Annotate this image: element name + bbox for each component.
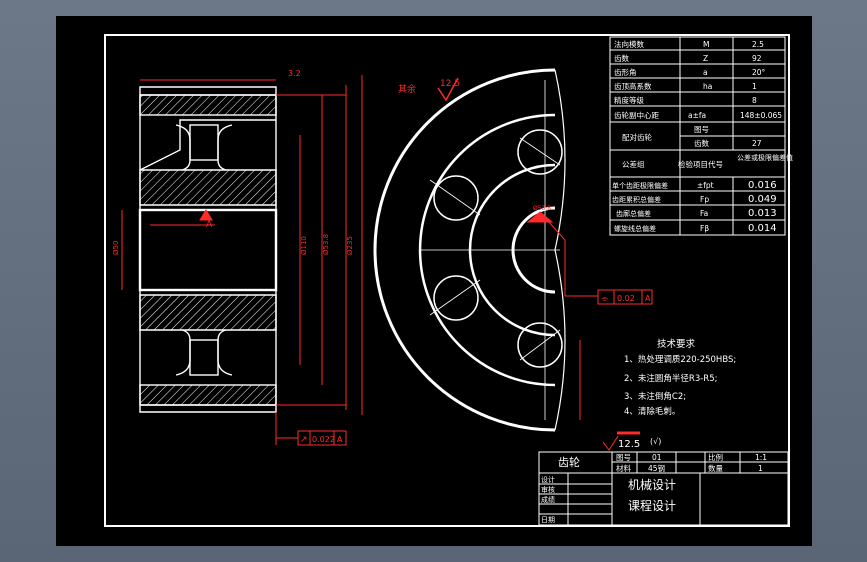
roughness-symbol-top: 12.5: [437, 77, 460, 102]
tolerance-frame-runout[interactable]: ↗ 0.022 A: [297, 430, 347, 446]
keyway-label: Ø53.8: [533, 205, 551, 212]
requirement-item: 1、热处理调质220-250HBS;: [624, 354, 736, 365]
param-row-symbol: a: [703, 68, 708, 77]
runout-datum: A: [337, 435, 343, 444]
svg-text:(√): (√): [650, 437, 661, 446]
rest-label: 其余: [398, 83, 416, 95]
group-header-item: 检验项目代号: [678, 159, 723, 169]
param-row-name: 齿顶高系数: [614, 81, 652, 91]
dim-roughness-top: 3.2: [288, 69, 301, 78]
requirement-item: 2、未注圆角半径R3-R5;: [624, 373, 717, 384]
group-header-label: 公差组: [622, 159, 645, 169]
tol-row-name: 齿距累积总偏差: [612, 195, 661, 204]
pair-teeth-val: 27: [752, 139, 762, 148]
tol-row-name: 单个齿距极限偏差: [612, 181, 668, 190]
param-row-value: 1: [752, 82, 757, 91]
param-row-name: 精度等级: [614, 95, 644, 105]
runout-symbol-icon: ↗: [300, 435, 308, 445]
tol-row-value: 0.016: [748, 180, 777, 191]
tolerance-frame-symmetry[interactable]: ⌯ 0.02 A: [597, 289, 653, 305]
drawing-no: 01: [652, 453, 662, 462]
dim-outer: Ø235: [346, 236, 354, 255]
requirement-item: 4、清除毛刺。: [624, 406, 680, 417]
scale-value: 1:1: [755, 453, 767, 462]
param-row-value: 148±0.065: [740, 111, 782, 120]
param-row-name: 齿形角: [614, 67, 637, 77]
qty-value: 1: [758, 464, 763, 473]
material-label: 材料: [616, 463, 631, 473]
technical-requirements: 技术要求 1、热处理调质220-250HBS; 2、未注圆角半径R3-R5; 3…: [624, 338, 736, 417]
title-block-text: 齿轮 图号 01 比例 1:1 材料 45钢 数量 1 机械设计 课程设计 设计…: [541, 452, 767, 524]
gear-section-view: [138, 86, 278, 413]
runout-value: 0.022: [312, 435, 335, 444]
param-row-value: 8: [752, 96, 757, 105]
tol-row-symbol: Fβ: [700, 224, 709, 233]
role-design: 设计: [541, 475, 555, 484]
svg-text:12.5: 12.5: [440, 79, 460, 89]
tol-row-symbol: Fa: [700, 209, 708, 218]
param-row-value: 20°: [752, 68, 766, 77]
param-row-name: 法向模数: [614, 39, 644, 49]
tol-row-name: 螺旋线总偏差: [614, 224, 656, 233]
dim-hub: Ø110: [300, 236, 308, 255]
role-review: 审核: [541, 485, 555, 494]
pair-label: 配对齿轮: [622, 132, 652, 142]
tol-row-symbol: Fp: [700, 195, 709, 204]
course-subtitle: 课程设计: [628, 498, 676, 513]
requirements-title: 技术要求: [657, 338, 696, 350]
param-row-symbol: M: [703, 40, 709, 49]
drawing-no-label: 图号: [616, 453, 631, 462]
requirement-item: 3、未注倒角C2;: [624, 391, 686, 402]
symmetry-datum: A: [645, 294, 651, 303]
role-grade: 成绩: [541, 495, 555, 504]
param-row-symbol: Z: [703, 54, 708, 63]
param-row-value: 2.5: [752, 40, 764, 49]
dim-keyway: Ø53.8: [322, 234, 330, 255]
pair-drawing-key: 图号: [694, 125, 709, 134]
pair-teeth-key: 齿数: [694, 138, 709, 148]
tol-row-value: 0.013: [748, 208, 777, 219]
section-dimensions: [121, 75, 363, 445]
tol-row-symbol: ±fpt: [697, 181, 714, 190]
tol-row-name: 齿廓总偏差: [616, 209, 651, 218]
qty-label: 数量: [708, 463, 723, 473]
dim-bore: Ø50: [112, 241, 120, 255]
svg-text:12.5: 12.5: [618, 439, 640, 450]
keyway-dimensions: [526, 211, 598, 420]
tol-row-value: 0.049: [748, 194, 777, 205]
parameter-table-text: 法向模数 M 2.5 齿数 Z 92 齿形角 a 20° 齿顶高系数 ha 1 …: [612, 39, 793, 234]
param-row-symbol: ha: [703, 82, 712, 91]
datum-label-a: A: [206, 220, 213, 230]
param-row-name: 齿数: [614, 53, 629, 63]
param-row-name: 齿轮副中心距: [614, 110, 659, 120]
title-block: [538, 451, 789, 526]
roughness-symbol-general: 12.5 (√): [602, 431, 661, 451]
front-view-centerlines: [420, 80, 561, 420]
part-name: 齿轮: [558, 455, 580, 469]
param-row-value: 92: [752, 54, 762, 63]
param-row-symbol: a±fa: [688, 111, 706, 120]
material-value: 45钢: [648, 463, 665, 473]
course-title: 机械设计: [628, 477, 676, 492]
role-date: 日期: [541, 516, 555, 524]
scale-label: 比例: [708, 452, 723, 462]
symmetry-symbol-icon: ⌯: [601, 294, 609, 304]
symmetry-value: 0.02: [617, 294, 635, 303]
drawing-frame: [104, 34, 790, 527]
group-header-tolerance: 公差或极限偏差值: [737, 153, 793, 162]
tol-row-value: 0.014: [748, 223, 777, 234]
parameter-table: [609, 36, 786, 236]
